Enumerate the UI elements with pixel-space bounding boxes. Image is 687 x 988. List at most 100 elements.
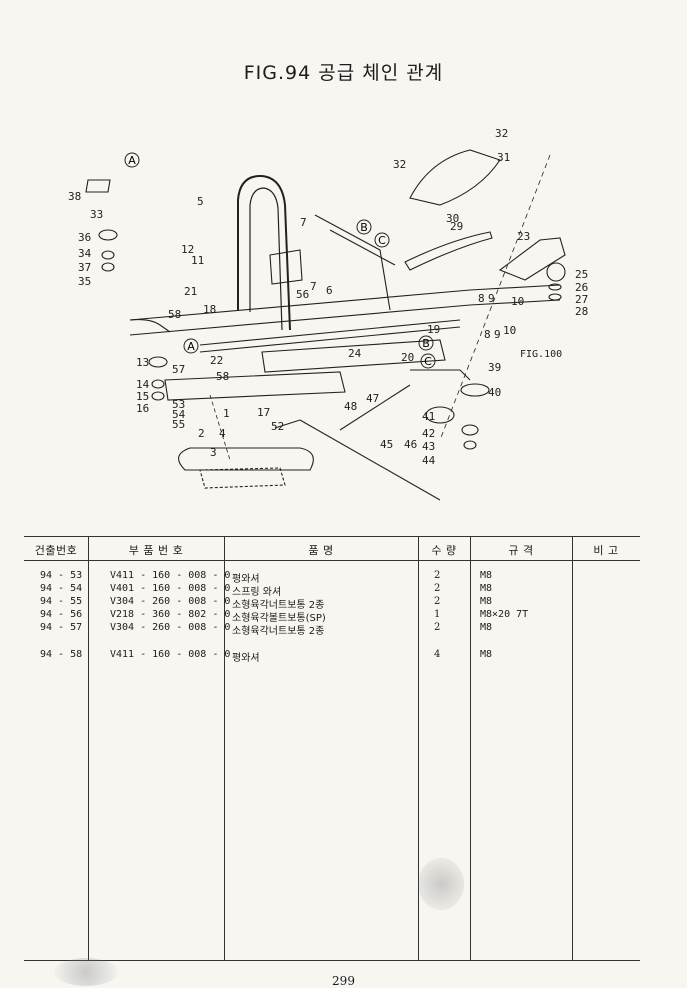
part-no: V411 - 160 - 008 - 0 (110, 649, 231, 660)
spec: M8 (480, 622, 493, 633)
part-no: V304 - 260 - 008 - 0 (110, 596, 231, 607)
ink-smudge (418, 858, 464, 910)
svg-text:41: 41 (422, 410, 435, 423)
svg-text:13: 13 (136, 356, 149, 369)
table-row: 94 - 56 V218 - 360 - 802 - 0 소형육각볼트보통(SP… (24, 609, 640, 624)
table-row: 94 - 54 V401 - 160 - 008 - 0 스프링 와셔 2 M8 (24, 583, 640, 598)
svg-text:39: 39 (488, 361, 501, 374)
svg-text:9: 9 (488, 292, 495, 305)
svg-text:42: 42 (422, 427, 435, 440)
svg-text:58: 58 (168, 308, 181, 321)
svg-text:44: 44 (422, 454, 436, 467)
table-row: 94 - 57 V304 - 260 - 008 - 0 소형육각너트보통 2종… (24, 622, 640, 637)
svg-text:B: B (360, 221, 368, 234)
svg-text:36: 36 (78, 231, 91, 244)
svg-text:7: 7 (300, 216, 307, 229)
svg-text:37: 37 (78, 261, 91, 274)
spec: M8 (480, 570, 493, 581)
part-no: V401 - 160 - 008 - 0 (110, 583, 231, 594)
svg-text:53: 53 (172, 398, 185, 411)
svg-text:A: A (128, 154, 136, 167)
header-item-no: 건출번호 (34, 544, 78, 557)
svg-text:24: 24 (348, 347, 362, 360)
svg-text:6: 6 (326, 284, 333, 297)
item-no: 94 - 58 (40, 649, 83, 660)
header-part-name: 품 명 (308, 544, 334, 557)
svg-text:18: 18 (203, 303, 216, 316)
svg-text:4: 4 (219, 427, 226, 440)
svg-text:30: 30 (446, 212, 459, 225)
header-part-no: 부 품 번 호 (128, 544, 184, 557)
svg-text:58: 58 (216, 370, 229, 383)
part-name: 소형육각너트보통 2종 (232, 626, 325, 637)
quantity: 2 (434, 570, 441, 581)
header-quantity: 수 량 (431, 544, 457, 557)
page-title: FIG.94 공급 체인 관계 (243, 62, 444, 84)
parts-table: 건출번호 부 품 번 호 품 명 수 량 규 격 비 고 94 - 53 V41… (24, 536, 640, 961)
svg-text:17: 17 (257, 406, 270, 419)
svg-text:15: 15 (136, 390, 149, 403)
part-no: V411 - 160 - 008 - 0 (110, 570, 231, 581)
svg-text:54: 54 (172, 408, 186, 421)
quantity: 4 (434, 649, 441, 660)
svg-text:9: 9 (494, 328, 501, 341)
item-no: 94 - 53 (40, 570, 83, 581)
svg-text:A: A (187, 340, 195, 353)
svg-text:8: 8 (484, 328, 491, 341)
svg-text:16: 16 (136, 402, 149, 415)
svg-text:48: 48 (344, 400, 357, 413)
svg-text:47: 47 (366, 392, 379, 405)
spec: M8 (480, 649, 493, 660)
svg-text:5: 5 (197, 195, 204, 208)
svg-text:35: 35 (78, 275, 91, 288)
svg-text:28: 28 (575, 305, 588, 318)
quantity: 2 (434, 596, 441, 607)
table-row: 94 - 55 V304 - 260 - 008 - 0 소형육각너트보통 2종… (24, 596, 640, 611)
svg-text:40: 40 (488, 386, 501, 399)
svg-text:FIG.100: FIG.100 (520, 349, 562, 360)
svg-text:27: 27 (575, 293, 588, 306)
svg-text:8: 8 (478, 292, 485, 305)
svg-text:56: 56 (296, 288, 309, 301)
svg-text:46: 46 (404, 438, 417, 451)
svg-text:34: 34 (78, 247, 92, 260)
spec: M8×20 7T (480, 609, 529, 620)
svg-text:45: 45 (380, 438, 393, 451)
quantity: 1 (434, 609, 441, 620)
svg-text:14: 14 (136, 378, 150, 391)
part-no: V304 - 260 - 008 - 0 (110, 622, 231, 633)
svg-text:10: 10 (511, 295, 524, 308)
part-name: 소형육각너트보통 2종 (232, 600, 325, 611)
part-name: 평와셔 (232, 574, 260, 585)
svg-text:7: 7 (310, 280, 317, 293)
spec: M8 (480, 596, 493, 607)
table-row: 94 - 53 V411 - 160 - 008 - 0 평와셔 2 M8 (24, 570, 640, 585)
svg-text:10: 10 (503, 324, 516, 337)
svg-text:31: 31 (497, 151, 510, 164)
svg-text:57: 57 (172, 363, 185, 376)
item-no: 94 - 54 (40, 583, 83, 594)
svg-text:33: 33 (90, 208, 103, 221)
page-number: 299 (332, 974, 355, 988)
quantity: 2 (434, 622, 441, 633)
svg-text:43: 43 (422, 440, 435, 453)
part-name: 소형육각볼트보통(SP) (232, 613, 326, 624)
svg-text:3: 3 (210, 446, 217, 459)
svg-text:20: 20 (401, 351, 414, 364)
svg-text:C: C (378, 234, 386, 247)
svg-text:29: 29 (450, 220, 463, 233)
svg-text:38: 38 (68, 190, 81, 203)
svg-text:32: 32 (495, 127, 508, 140)
item-no: 94 - 55 (40, 596, 83, 607)
svg-text:21: 21 (184, 285, 197, 298)
item-no: 94 - 56 (40, 609, 83, 620)
part-name: 평와셔 (232, 653, 260, 664)
svg-text:23: 23 (517, 230, 530, 243)
svg-text:1: 1 (223, 407, 230, 420)
svg-text:C: C (424, 355, 432, 368)
svg-text:19: 19 (427, 323, 440, 336)
svg-text:55: 55 (172, 418, 185, 431)
ink-smudge (54, 958, 118, 986)
item-no: 94 - 57 (40, 622, 83, 633)
